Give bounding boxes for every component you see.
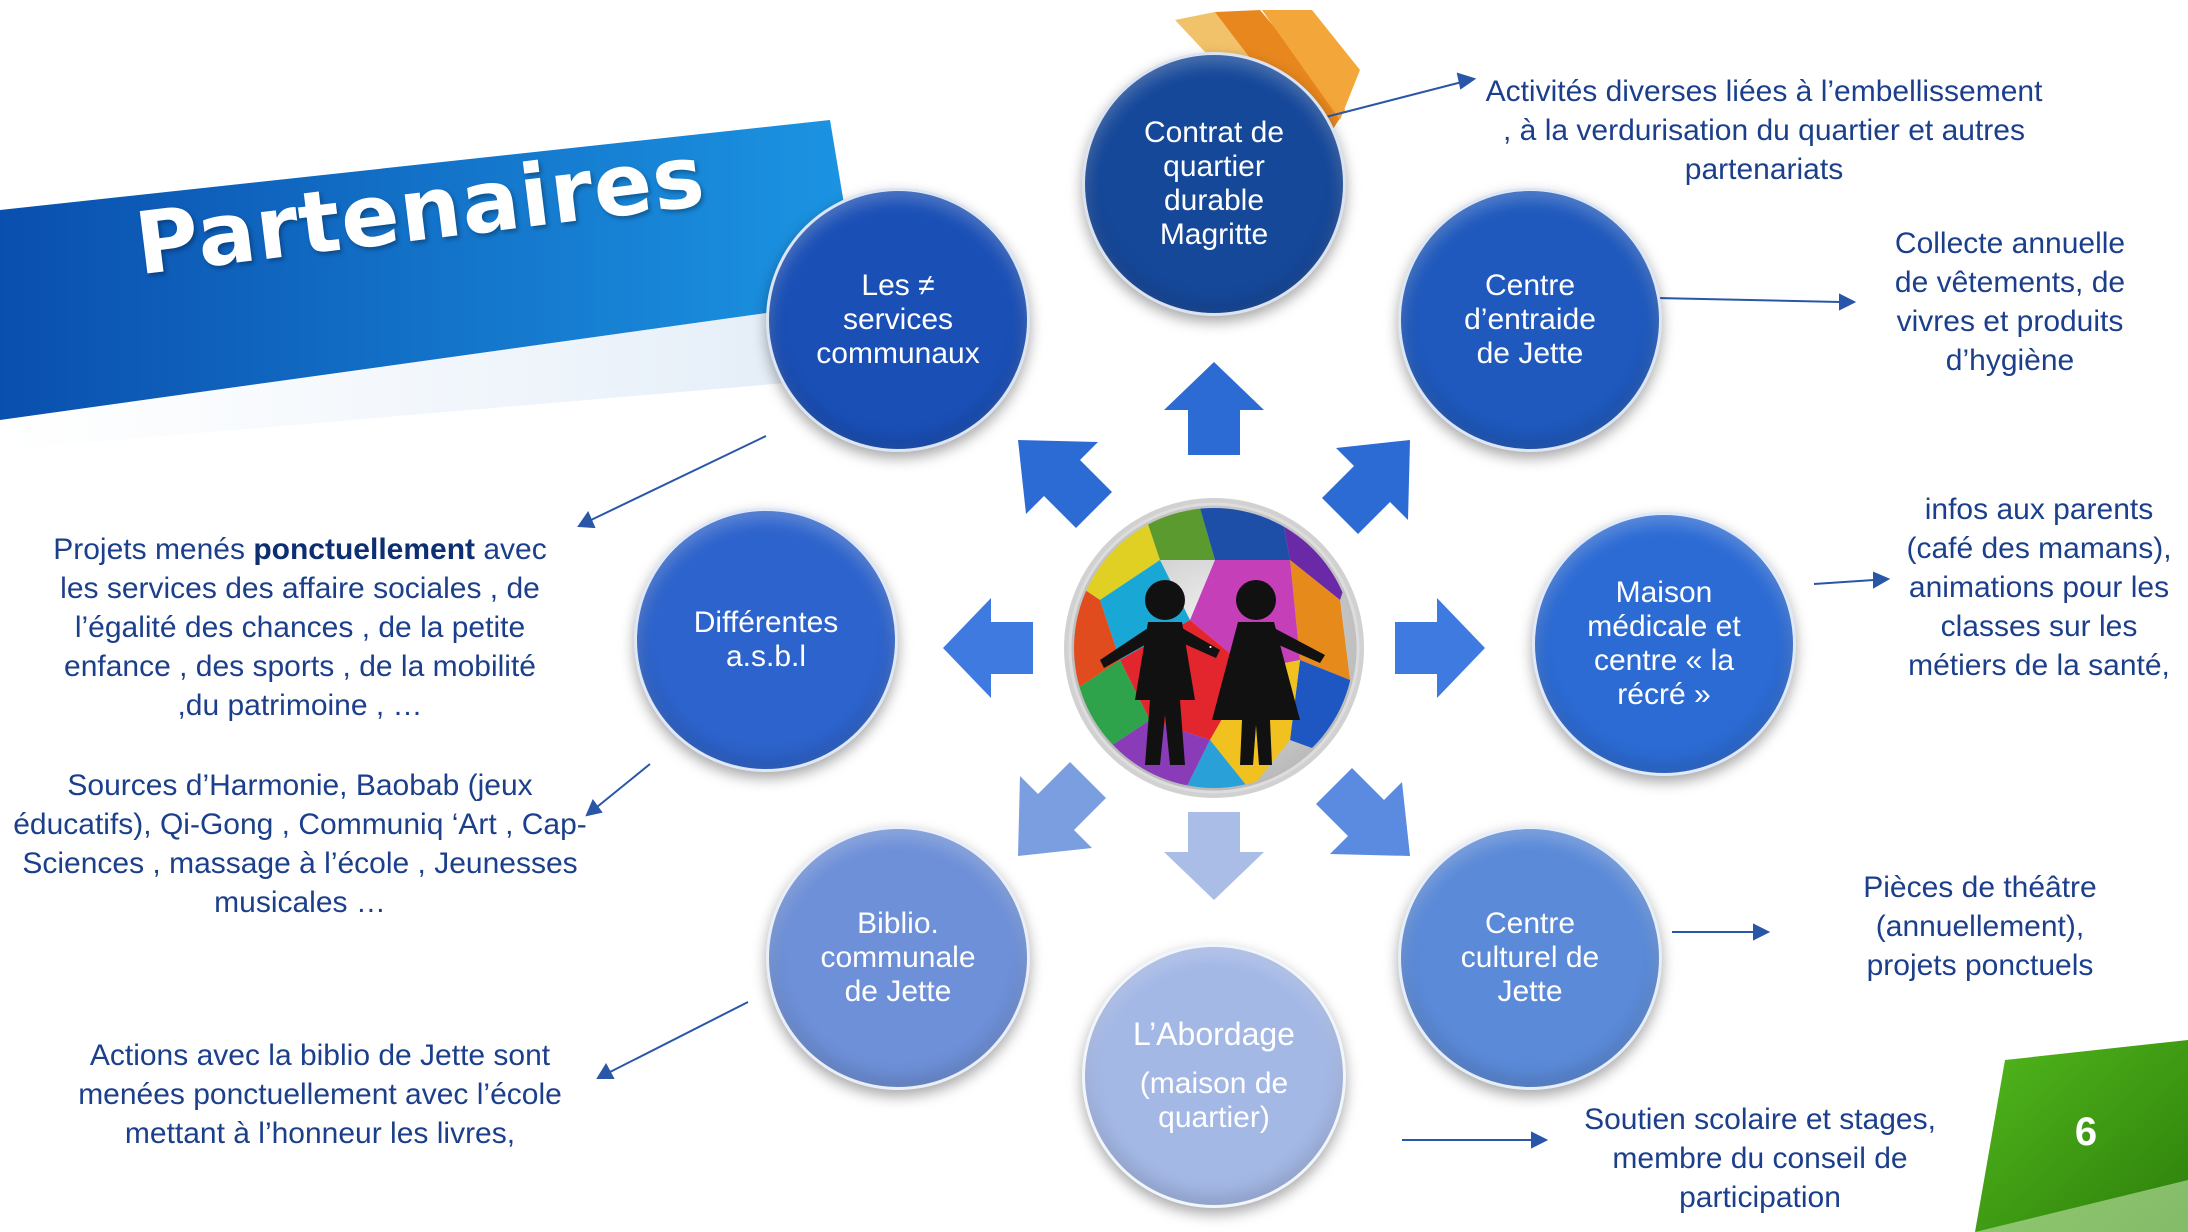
connector-arrows [577,72,1891,1149]
center-caption: . [1208,632,1214,652]
arrow-up-right-icon [1322,440,1410,534]
node-differentes-asbl: Différentes a.s.b.l [634,508,898,772]
note-services-bold: ponctuellement [253,533,476,566]
node-abordage: L’Abordage (maison de quartier) [1082,944,1346,1208]
node-label: L’Abordage [1133,1016,1295,1052]
direction-arrows [943,362,1485,900]
note-biblio: Actions avec la biblio de Jette sont men… [78,1039,562,1150]
note-entraide: Collecte annuelle de vêtements, de vivre… [1894,227,2126,377]
node-label: Biblio. communale de Jette [820,907,976,1008]
note-abordage: Soutien scolaire et stages, membre du co… [1584,1103,1936,1214]
node-label: Les ≠ services communaux [816,269,980,370]
center-logo [1064,498,1364,798]
arrow-right-icon [1395,598,1485,698]
node-centre-entraide: Centre d’entraide de Jette [1398,188,1662,452]
node-maison-medicale: Maison médicale et centre « la récré » [1532,512,1796,776]
arrow-up-left-icon [1018,440,1112,528]
arrow-down-icon [1164,812,1264,900]
arrow-left-icon [943,598,1033,698]
node-contrat-de-quartier: Contrat de quartier durable Magritte [1082,52,1346,316]
note-maison: infos aux parents (café des mamans), ani… [1906,493,2172,682]
node-label: Centre culturel de Jette [1460,907,1600,1008]
arrow-down-right-icon [1316,768,1410,856]
page-number-badge [1975,1040,2188,1232]
node-label: Centre d’entraide de Jette [1464,269,1596,370]
note-asbl: Sources d’Harmonie, Baobab (jeux éducati… [13,769,587,919]
note-services-pre: Projets menés [53,533,254,566]
note-services: Projets menés ponctuellement avec les se… [20,530,580,725]
arrow-up-icon [1164,362,1264,455]
node-label: Contrat de quartier durable Magritte [1143,116,1285,251]
node-sublabel: (maison de quartier) [1139,1067,1289,1134]
note-contrat: Activités diverses liées à l’embellissem… [1485,75,2043,186]
note-culturel: Pièces de théâtre (annuellement), projet… [1863,871,2097,982]
arrow-down-left-icon [1018,762,1106,856]
node-label: Maison médicale et centre « la récré » [1587,576,1741,711]
node-label: Différentes a.s.b.l [693,606,839,673]
node-centre-culturel: Centre culturel de Jette [1398,826,1662,1090]
node-services-communaux: Les ≠ services communaux [766,188,1030,452]
node-biblio-communale: Biblio. communale de Jette [766,826,1030,1090]
note-services-post: avec les services des affaire sociales ,… [60,533,547,722]
page-number: 6 [2074,1110,2098,1154]
title-banner [0,120,860,420]
